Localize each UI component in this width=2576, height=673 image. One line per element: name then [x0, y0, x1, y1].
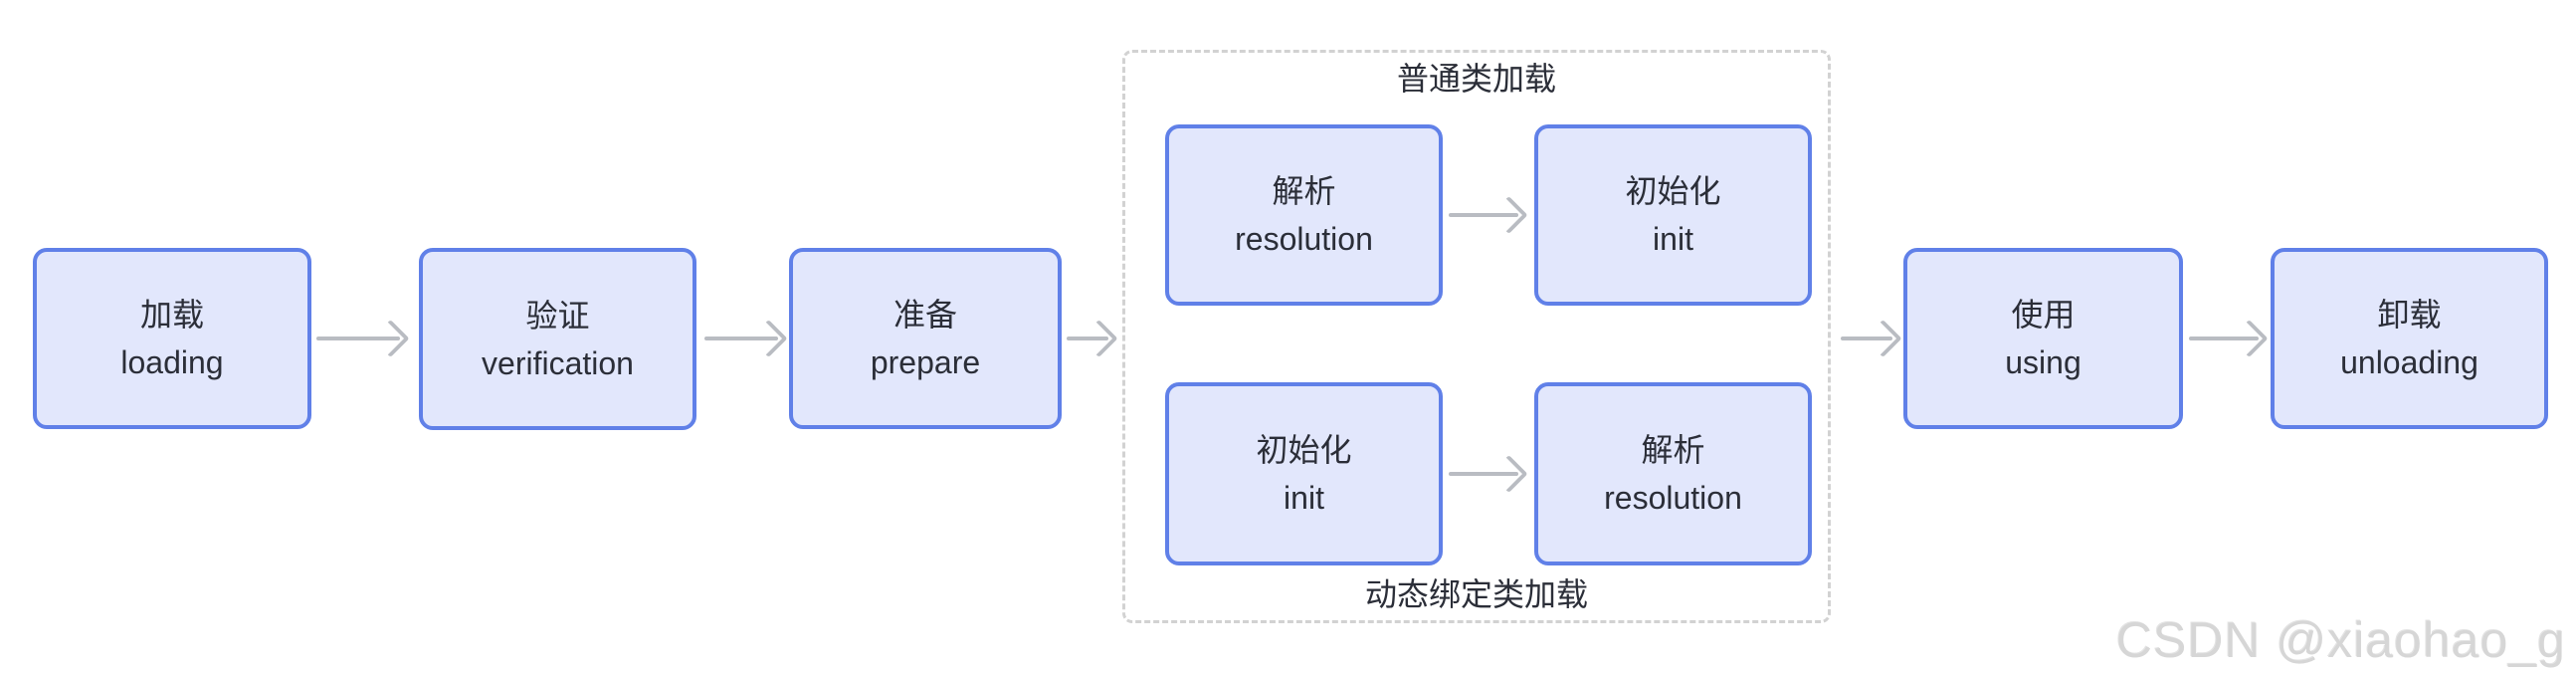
node-resolution-bottom: 解析 resolution — [1534, 382, 1812, 565]
node-using-label-en: using — [2005, 344, 2081, 380]
arrow-loading-to-verification-icon — [316, 336, 400, 340]
node-init-bottom: 初始化 init — [1165, 382, 1443, 565]
group-label-dynamic-binding-class-loading: 动态绑定类加载 — [1364, 576, 1588, 612]
node-prepare-label-en: prepare — [870, 344, 981, 380]
node-verification: 验证 verification — [419, 248, 696, 430]
node-verification-label-en: verification — [482, 344, 634, 381]
arrow-verification-to-prepare-icon — [704, 336, 778, 340]
arrow-prepare-to-group-icon — [1067, 336, 1108, 340]
arrow-group-to-using-icon — [1841, 336, 1892, 340]
arrow-resolution-to-init-icon — [1449, 213, 1518, 217]
node-using-label-zh: 使用 — [2011, 297, 2076, 333]
node-prepare-label-zh: 准备 — [892, 297, 957, 333]
node-loading-label-zh: 加载 — [139, 297, 204, 333]
node-init-bottom-label-zh: 初始化 — [1256, 432, 1352, 468]
node-prepare: 准备 prepare — [789, 248, 1062, 429]
node-init-bottom-label-en: init — [1284, 480, 1324, 516]
node-loading: 加载 loading — [33, 248, 311, 429]
node-resolution-bottom-label-en: resolution — [1604, 480, 1742, 516]
node-init-top: 初始化 init — [1534, 124, 1812, 306]
arrow-init-to-resolution-icon — [1449, 472, 1518, 476]
node-loading-label-en: loading — [120, 344, 224, 380]
node-unloading-label-en: unloading — [2340, 344, 2478, 380]
node-using: 使用 using — [1903, 248, 2183, 429]
group-label-normal-class-loading: 普通类加载 — [1396, 61, 1556, 97]
node-resolution-top-label-en: resolution — [1235, 221, 1373, 257]
node-init-top-label-en: init — [1653, 221, 1693, 257]
node-unloading-label-zh: 卸载 — [2377, 297, 2442, 333]
group-class-loading-variants: 普通类加载 动态绑定类加载 — [1122, 50, 1831, 623]
node-resolution-top: 解析 resolution — [1165, 124, 1443, 306]
node-verification-label-zh: 验证 — [525, 297, 590, 334]
node-resolution-bottom-label-zh: 解析 — [1641, 432, 1705, 468]
node-resolution-top-label-zh: 解析 — [1272, 173, 1336, 209]
node-init-top-label-zh: 初始化 — [1625, 173, 1721, 209]
arrow-using-to-unloading-icon — [2189, 336, 2259, 340]
node-unloading: 卸载 unloading — [2271, 248, 2548, 429]
csdn-watermark: CSDN @xiaohao_g — [2115, 612, 2566, 668]
